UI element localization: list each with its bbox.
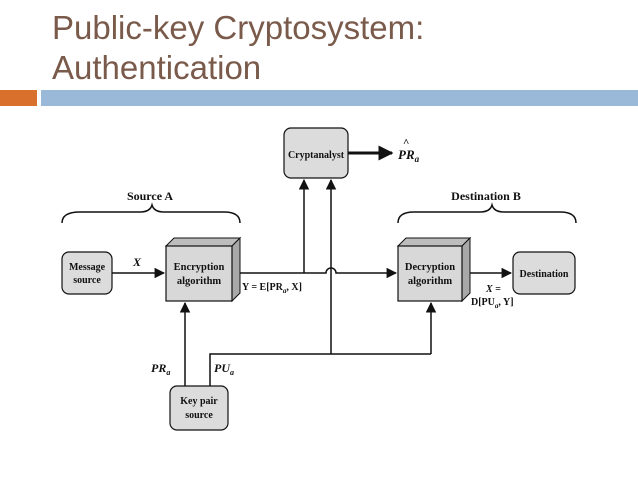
label-out-d-sub: a	[495, 302, 499, 310]
label-out-d: D[PUa, Y]	[471, 297, 514, 310]
destination-brace	[397, 202, 577, 224]
decryption-algorithm-box: Decryption algorithm	[396, 236, 472, 303]
destination-text: Destination	[520, 269, 569, 280]
slide-title-line-2: Authentication	[52, 49, 262, 86]
key-pair-line-1: Key pair	[180, 396, 218, 407]
encryption-algorithm-box: Encryption algorithm	[164, 236, 242, 303]
source-a-label: Source A	[127, 189, 173, 203]
label-pr-hat-sub: a	[415, 154, 420, 164]
label-y-prefix: Y = E[PR	[242, 282, 284, 293]
destination-box: Destination	[512, 251, 576, 295]
label-out-d-prefix: D[PU	[471, 297, 495, 308]
label-y-suffix: , X]	[286, 282, 302, 293]
line-pua-path	[209, 353, 431, 386]
label-pr-hat-main: PR	[398, 147, 415, 162]
label-pra-sub: a	[166, 368, 170, 377]
label-pua: PUa	[214, 361, 234, 377]
label-out-x: X =	[485, 284, 501, 295]
label-pra: PRa	[151, 361, 170, 377]
encryption-line-2: algorithm	[177, 276, 222, 287]
label-x: X	[132, 255, 142, 269]
destination-b-label: Destination B	[451, 189, 521, 203]
label-y: Y = E[PRa, X]	[242, 282, 302, 295]
message-source-line-1: Message	[69, 262, 106, 273]
accent-bar-blue	[41, 90, 638, 106]
source-brace	[61, 202, 241, 224]
key-pair-line-2: source	[185, 410, 213, 421]
message-source-line-2: source	[73, 275, 101, 286]
slide-title: Public-key Cryptosystem: Authentication	[52, 8, 424, 88]
label-pr-hat-mark: ^	[403, 137, 409, 149]
label-out-d-suffix: , Y]	[498, 297, 513, 308]
cryptanalyst-box: Cryptanalyst	[283, 127, 349, 179]
key-pair-source-box: Key pair source	[169, 385, 229, 431]
decryption-line-2: algorithm	[408, 276, 453, 287]
arrow-encryption-to-decryption	[240, 267, 398, 279]
slide-title-line-1: Public-key Cryptosystem:	[52, 9, 425, 46]
label-pr-hat: PRa	[398, 147, 420, 164]
cryptanalyst-text: Cryptanalyst	[288, 150, 345, 161]
label-pua-sub: a	[230, 368, 234, 377]
label-pua-main: PU	[214, 361, 231, 375]
decryption-line-1: Decryption	[405, 262, 455, 273]
label-y-sub: a	[283, 287, 287, 295]
accent-bar-orange	[0, 90, 37, 106]
message-source-box: Message source	[61, 251, 113, 295]
encryption-line-1: Encryption	[174, 262, 225, 273]
label-pra-main: PR	[151, 361, 166, 375]
